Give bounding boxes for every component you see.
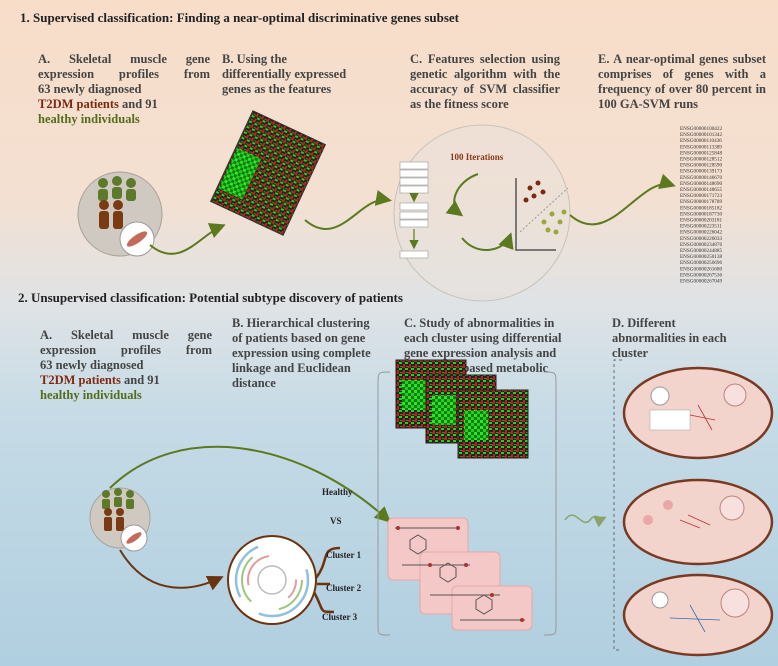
s2-population-icon (89, 487, 151, 552)
s1-population-icon (77, 171, 163, 257)
s2-a-and91: and 91 (120, 373, 160, 387)
s1-a-healthy: healthy individuals (38, 112, 140, 126)
gene-id: ENSG00000113389 (680, 144, 722, 150)
gene-id: ENSG00000148655 (680, 187, 722, 193)
gene-id: ENSG00000226042 (680, 230, 722, 236)
s2-a-t2dm: T2DM patients (40, 373, 121, 387)
s2-step-b: B. Hierarchical clustering of patients b… (232, 316, 371, 390)
gene-id: ENSG00000261680 (680, 266, 722, 272)
s2-a-healthy: healthy individuals (40, 388, 142, 402)
section2-title: 2. Unsupervised classification: Potentia… (18, 290, 403, 305)
cluster3-label: Cluster 3 (322, 612, 358, 622)
gene-id: ENSG00000234876 (680, 242, 722, 248)
cluster1-arrow (314, 546, 341, 579)
gene-id: ENSG00000178789 (680, 199, 722, 205)
d-bracket (613, 359, 622, 651)
bracket-left (377, 371, 391, 636)
gene-id: ENSG00000110436 (680, 138, 722, 144)
cluster1-label: Cluster 1 (326, 550, 362, 560)
metabolic-networks (387, 517, 533, 631)
s2-arrow-patients (119, 549, 224, 591)
gene-id: ENSG00000185182 (680, 205, 722, 211)
ga-chromosomes (399, 161, 429, 259)
s1-step-c: C. Features selection using genetic algo… (410, 52, 560, 111)
cluster3-arrow (312, 591, 335, 614)
s1-heatmap (209, 110, 327, 236)
gene-id: ENSG00000148690 (680, 181, 722, 187)
s1-step-b: B. Using the differentially expressed ge… (222, 52, 347, 96)
s1-step-a: A. Skeletal muscle gene expression profi… (38, 52, 210, 127)
abnormality-cells (622, 366, 774, 657)
s1-ga-svm-cycle (393, 124, 571, 302)
gene-id: ENSG00000128590 (680, 163, 722, 169)
gene-id: ENSG00000187730 (680, 211, 722, 217)
cluster-heatmaps (395, 359, 529, 459)
s1-arrow-c-e (569, 173, 676, 226)
gene-id: ENSG00000125848 (680, 150, 722, 156)
ga-cycle-arrow-1 (445, 173, 479, 217)
circular-dendrogram (227, 535, 317, 625)
gene-id: ENSG00000146670 (680, 175, 722, 181)
s2-a-line3: 63 newly diagnosed (40, 358, 144, 372)
gene-id: ENSG00000250138 (680, 254, 722, 260)
gene-id: ENSG00000256696 (680, 260, 722, 266)
iterations-label: 100 Iterations (450, 152, 504, 162)
bracket-right (543, 371, 557, 636)
s2-arrow-healthy (109, 445, 391, 523)
gene-list: ENSG00000100422ENSG00000101342ENSG000001… (680, 126, 722, 285)
s1-step-e: E. A near-optimal genes subset comprises… (598, 52, 766, 111)
vs-label: VS (330, 516, 342, 526)
gene-id: ENSG00000267049 (680, 279, 722, 285)
cell-cluster3 (622, 573, 774, 657)
s1-a-line2: expression profiles from (38, 67, 210, 81)
cell-cluster1 (622, 366, 774, 460)
s1-a-line1: A. Skeletal muscle gene (38, 52, 210, 66)
ga-cycle-arrow-2 (461, 232, 514, 252)
gene-id: ENSG00000128512 (680, 157, 722, 163)
cluster2-label: Cluster 2 (326, 583, 362, 593)
s2-arrow-c-d (564, 514, 607, 528)
cell-cluster2 (622, 478, 774, 566)
gene-id: ENSG00000100422 (680, 126, 722, 132)
s2-a-line1: A. Skeletal muscle gene (40, 328, 212, 342)
s1-a-and91: and 91 (118, 97, 158, 111)
s1-a-t2dm: T2DM patients (38, 97, 119, 111)
section1-title: 1. Supervised classification: Finding a … (20, 10, 459, 25)
gene-id: ENSG00000101342 (680, 132, 722, 138)
svm-scatter (515, 178, 569, 251)
gene-id: ENSG00000226033 (680, 236, 722, 242)
s1-arrow-a-b (149, 223, 226, 255)
s2-a-line2: expression profiles from (40, 343, 212, 357)
healthy-label: Healthy (322, 487, 353, 497)
s1-arrow-b-c (304, 190, 392, 230)
gene-id: ENSG00000203181 (680, 218, 722, 224)
gene-id: ENSG00000267536 (680, 272, 722, 278)
gene-id: ENSG00000244885 (680, 248, 722, 254)
gene-id: ENSG00000171723 (680, 193, 722, 199)
s2-step-a: A. Skeletal muscle gene expression profi… (40, 328, 212, 403)
gene-id: ENSG00000223511 (680, 224, 722, 230)
s1-a-line3: 63 newly diagnosed (38, 82, 142, 96)
s2-step-d: D. Different abnormalities in each clust… (612, 316, 727, 360)
gene-id: ENSG00000139173 (680, 169, 722, 175)
